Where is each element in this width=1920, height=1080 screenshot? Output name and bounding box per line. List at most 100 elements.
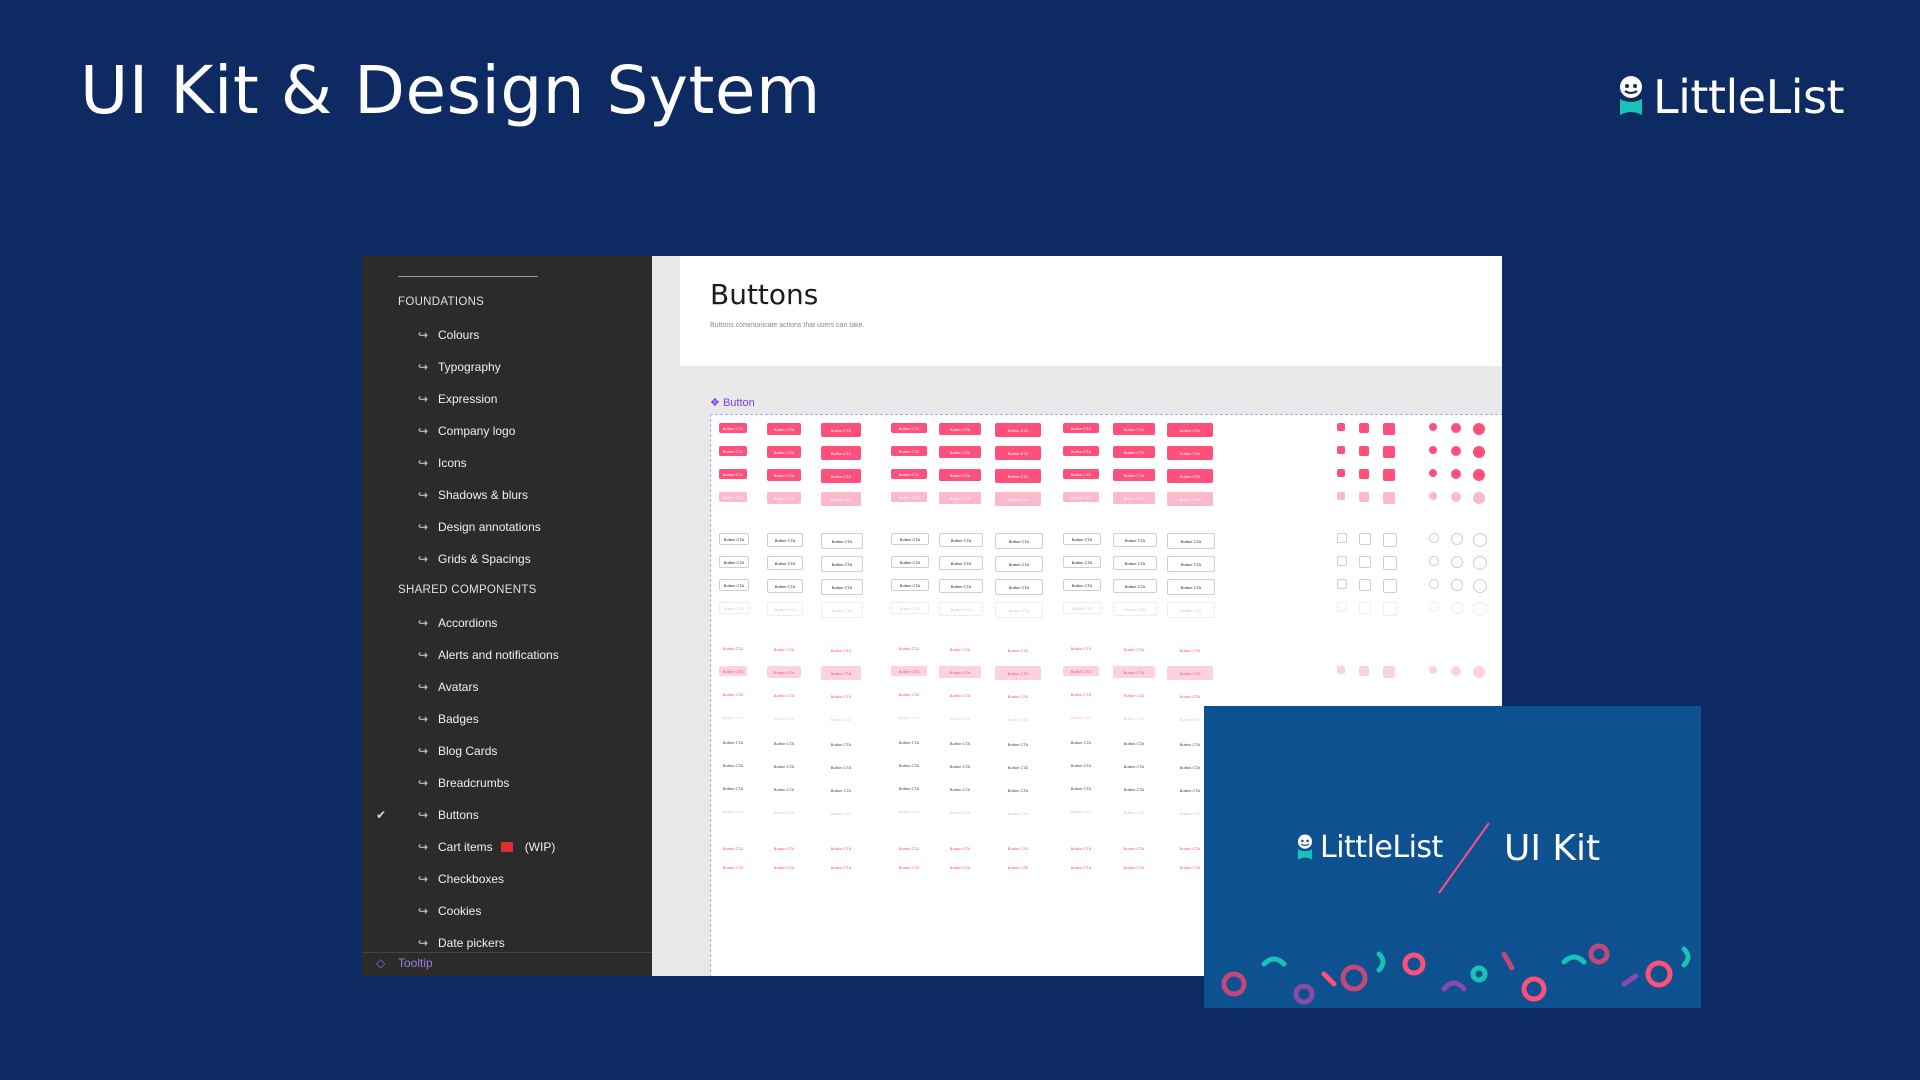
sample-button: Button CTA — [767, 666, 801, 678]
sidebar-item-label: Blog Cards — [438, 744, 498, 758]
sample-button: Button CTA — [891, 533, 929, 545]
sample-icon-button — [1473, 492, 1485, 504]
sidebar-item-icons[interactable]: ↪Icons — [418, 456, 467, 470]
sample-button: Button CTA — [939, 492, 981, 504]
sidebar-item-design-annotations[interactable]: ↪Design annotations — [418, 520, 541, 534]
sample-button: Button CTA — [1007, 647, 1029, 653]
sample-button: Button CTA — [1167, 423, 1213, 437]
sample-icon-button — [1359, 643, 1369, 653]
sample-button: Button CTA — [1070, 645, 1092, 651]
sample-button: Button CTA — [767, 469, 801, 481]
sidebar-item-avatars[interactable]: ↪Avatars — [418, 680, 478, 694]
sidebar-item-shadows[interactable]: ↪Shadows & blurs — [418, 488, 528, 502]
component-label-text: Button — [722, 397, 755, 409]
sidebar-item-breadcrumbs[interactable]: ↪Breadcrumbs — [418, 776, 509, 790]
sample-icon-button — [1359, 423, 1369, 433]
sidebar: FOUNDATIONS ↪Colours ↪Typography ↪Expres… — [362, 256, 652, 976]
sample-button: Button CTA — [995, 423, 1041, 437]
sidebar-item-label: Expression — [438, 392, 498, 406]
sidebar-item-label: Design annotations — [438, 520, 541, 534]
sample-icon-button — [1359, 533, 1371, 545]
sample-button: Button CTA — [1167, 666, 1213, 680]
sample-button: Button CTA — [949, 646, 971, 652]
sample-icon-button — [1451, 579, 1463, 591]
sample-button: Button CTA — [995, 446, 1041, 460]
return-arrow-icon: ↪ — [418, 744, 429, 758]
sample-button: Button CTA — [773, 646, 795, 652]
sample-button: Button CTA — [1179, 647, 1201, 653]
sample-button: Button CTA — [1007, 716, 1029, 722]
sample-button: Button CTA — [1179, 741, 1201, 747]
sample-icon-button — [1429, 492, 1437, 500]
sample-icon-button — [1359, 469, 1369, 479]
sample-button: Button CTA — [949, 715, 971, 721]
sidebar-item-badges[interactable]: ↪Badges — [418, 712, 479, 726]
sample-button: Button CTA — [1070, 714, 1092, 720]
sample-button: Button CTA — [1123, 715, 1145, 721]
sample-button: Button CTA — [1063, 446, 1099, 456]
sample-button: Button CTA — [719, 533, 749, 545]
sample-button: Button CTA — [1007, 864, 1029, 870]
sample-button: Button CTA — [1167, 469, 1213, 483]
sample-button: Button CTA — [1167, 579, 1215, 595]
return-arrow-icon: ↪ — [418, 424, 429, 438]
sample-icon-button — [1473, 423, 1485, 435]
sample-button: Button CTA — [995, 556, 1043, 572]
sample-button: Button CTA — [949, 845, 971, 851]
sample-button: Button CTA — [1167, 533, 1215, 549]
sample-button: Button CTA — [1070, 691, 1092, 697]
sample-button: Button CTA — [1113, 579, 1157, 593]
sample-button: Button CTA — [898, 785, 920, 791]
sidebar-item-typography[interactable]: ↪Typography — [418, 360, 501, 374]
wip-label: (WIP) — [524, 840, 556, 854]
sample-button: Button CTA — [821, 602, 863, 618]
sample-icon-button — [1359, 556, 1371, 568]
sample-button: Button CTA — [995, 492, 1041, 506]
sidebar-item-colours[interactable]: ↪Colours — [418, 328, 479, 342]
sample-icon-button — [1337, 602, 1347, 612]
sidebar-item-grids[interactable]: ↪Grids & Spacings — [418, 552, 531, 566]
sample-icon-button — [1473, 469, 1485, 481]
sidebar-item-label: Cart items — [438, 840, 493, 854]
sidebar-item-cart-items[interactable]: ↪Cart items(WIP) — [418, 840, 555, 854]
sample-button: Button CTA — [830, 647, 852, 653]
sample-button: Button CTA — [891, 602, 929, 614]
sample-button: Button CTA — [767, 446, 801, 458]
sample-button: Button CTA — [830, 693, 852, 699]
sample-button: Button CTA — [830, 810, 852, 816]
sample-icon-button — [1359, 579, 1371, 591]
page-header-card: Buttons Buttons communicate actions that… — [680, 256, 1502, 366]
sample-icon-button — [1383, 689, 1395, 701]
sidebar-item-alerts[interactable]: ↪Alerts and notifications — [418, 648, 559, 662]
sidebar-item-buttons[interactable]: ↪Buttons — [418, 808, 479, 822]
sidebar-item-label: Checkboxes — [438, 872, 505, 886]
sample-button: Button CTA — [898, 691, 920, 697]
sample-icon-button — [1359, 689, 1369, 699]
sidebar-item-accordions[interactable]: ↪Accordions — [418, 616, 497, 630]
return-arrow-icon: ↪ — [418, 712, 429, 726]
sidebar-item-label: Colours — [438, 328, 480, 342]
sidebar-item-label: Company logo — [438, 424, 516, 438]
sample-icon-button — [1337, 446, 1345, 454]
sample-button: Button CTA — [891, 446, 927, 456]
button-variants-frame: Button CTA Button CTA Button CTA Button CTA… — [710, 414, 1502, 976]
sample-button: Button CTA — [891, 666, 927, 676]
sample-button: Button CTA — [1179, 845, 1201, 851]
component-label[interactable]: ❖ Button — [710, 396, 755, 409]
sample-button: Button CTA — [898, 714, 920, 720]
sample-button: Button CTA — [949, 786, 971, 792]
sidebar-item-checkboxes[interactable]: ↪Checkboxes — [418, 872, 504, 886]
sidebar-item-company-logo[interactable]: ↪ Company logo — [418, 424, 515, 438]
sample-button: Button CTA — [722, 739, 744, 745]
return-arrow-icon: ↪ — [418, 456, 429, 470]
sample-icon-button — [1473, 689, 1485, 701]
sidebar-item-cookies[interactable]: ↪Cookies — [418, 904, 481, 918]
sample-button: Button CTA — [1113, 469, 1155, 481]
sample-button: Button CTA — [891, 423, 927, 433]
sidebar-item-date-pickers[interactable]: ↪Date pickers — [418, 936, 505, 950]
sample-button: Button CTA — [1123, 809, 1145, 815]
sidebar-item-expression[interactable]: ↪Expression — [418, 392, 497, 406]
sidebar-item-blog-cards[interactable]: ↪ Blog Cards — [418, 744, 497, 758]
layer-tooltip[interactable]: Tooltip — [398, 956, 433, 970]
sample-button: Button CTA — [1063, 469, 1099, 479]
